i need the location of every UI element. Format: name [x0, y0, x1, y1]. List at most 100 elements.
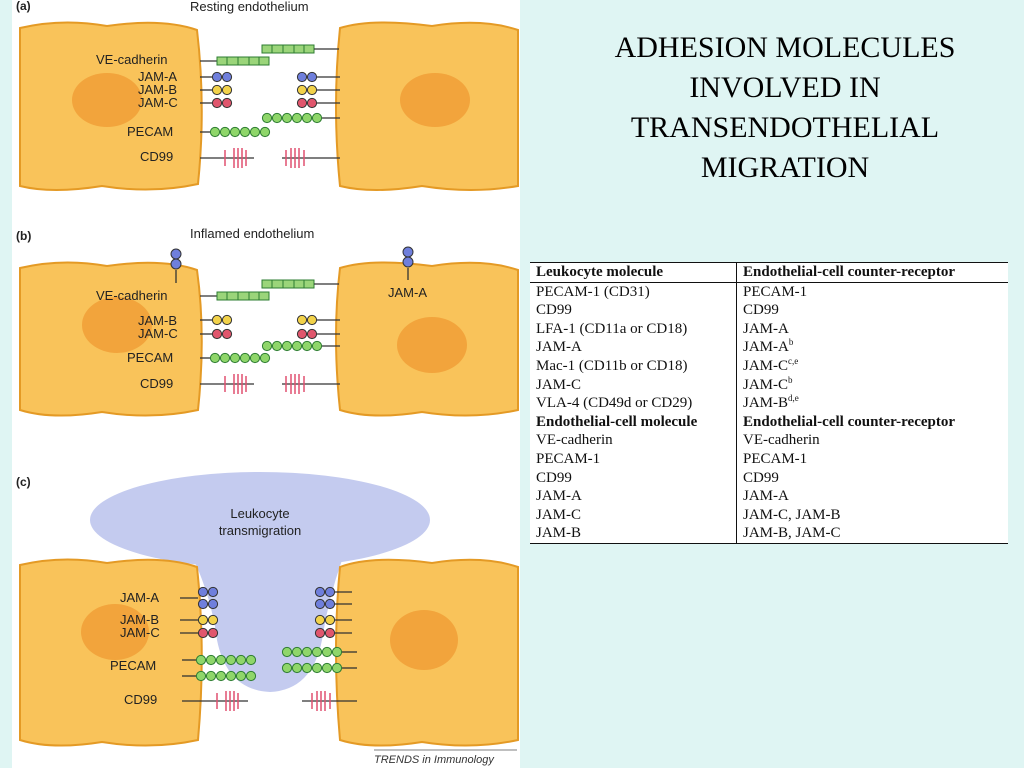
panel-a-right-nucleus	[400, 73, 470, 127]
adhesion-molecule-table: Leukocyte molecule Endothelial-cell coun…	[530, 262, 1008, 544]
receptor-text: JAM-A	[743, 339, 789, 356]
panel-a-label-cd99: CD99	[140, 149, 173, 164]
leukocyte-label-line-1: Leukocyte	[230, 506, 289, 521]
table-row: CD99 CD99	[530, 301, 1008, 320]
row-receptor-cell: JAM-Cc,e	[737, 355, 1009, 376]
row-receptor-cell: JAM-Bd,e	[737, 394, 1009, 413]
panel-c-label-jam-c: JAM-C	[120, 625, 160, 640]
row-leukocyte-cell: PECAM-1 (CD31)	[530, 282, 737, 302]
slide-title-line-1: ADHESION MOLECULES	[614, 31, 956, 64]
table-header-row: Leukocyte molecule Endothelial-cell coun…	[530, 262, 1008, 283]
panel-a-title: Resting endothelium	[190, 0, 309, 14]
row-endothelial-cell: VE-cadherin	[530, 431, 737, 450]
panel-b-jam-a-left	[170, 248, 182, 283]
row-receptor-cell: JAM-C, JAM-B	[743, 506, 841, 523]
panel-c-letter: (c)	[16, 475, 31, 489]
row-leukocyte-cell: VLA-4 (CD49d or CD29)	[530, 394, 737, 413]
panel-a-jam-left	[200, 71, 233, 109]
row-receptor-cell: PECAM-1	[737, 282, 1009, 301]
receptor-text: JAM-C	[743, 376, 789, 393]
panel-b-left-nucleus	[82, 297, 152, 353]
row-receptor-cell: PECAM-1	[743, 450, 808, 467]
panel-b-title: Inflamed endothelium	[190, 226, 314, 241]
row-receptor-cell: JAM-Cb	[737, 374, 1009, 395]
panel-a-label-pecam: PECAM	[127, 124, 173, 139]
receptor-text: JAM-C	[743, 357, 789, 374]
panel-b-right-nucleus	[397, 317, 467, 373]
subheader-endothelial-molecule: Endothelial-cell molecule	[530, 412, 737, 432]
row-endothelial-cell: JAM-C	[530, 505, 737, 525]
table-row: VE-cadherin VE-cadherin	[530, 431, 1008, 450]
panel-a-jam-right	[296, 71, 340, 109]
table-row: VLA-4 (CD49d or CD29) JAM-Bd,e	[530, 394, 1008, 413]
panel-c-cd99	[182, 691, 357, 711]
receptor-footnote: d,e	[788, 393, 799, 404]
table-row: JAM-B JAM-B, JAM-C	[530, 524, 1008, 544]
panel-a-label-jam-b: JAM-B	[138, 82, 177, 97]
table-row: JAM-C JAM-Cb	[530, 374, 1009, 395]
receptor-text: JAM-B	[743, 395, 789, 412]
table-row: JAM-A JAM-Ab	[530, 338, 1008, 357]
panel-a-label-ve-cadherin: VE-cadherin	[96, 52, 168, 67]
slide-title: ADHESION MOLECULES INVOLVED IN TRANSENDO…	[560, 28, 1010, 188]
receptor-text: JAM-A	[743, 320, 789, 337]
table-row: Mac-1 (CD11b or CD18) JAM-Cc,e	[530, 355, 1009, 376]
panel-b-label-pecam: PECAM	[127, 350, 173, 365]
panel-c-pecam	[182, 646, 357, 682]
subheader-counter-receptor: Endothelial-cell counter-receptor	[743, 413, 956, 430]
slide-title-line-3: TRANSENDOTHELIAL	[630, 111, 940, 144]
panel-a-pecam	[200, 112, 340, 138]
table-subheader-row: Endothelial-cell molecule Endothelial-ce…	[530, 412, 1008, 432]
panel-c-right-nucleus	[390, 610, 458, 670]
panel-a-ve-cadherin	[200, 44, 339, 66]
panel-b-label-jam-b: JAM-B	[138, 313, 177, 328]
panel-c-label-cd99: CD99	[124, 692, 157, 707]
row-receptor-cell: JAM-A	[743, 488, 789, 505]
row-endothelial-cell: JAM-B	[530, 524, 737, 544]
header-counter-receptor: Endothelial-cell counter-receptor	[736, 262, 1008, 283]
slide-title-line-4: MIGRATION	[700, 151, 870, 184]
row-receptor-cell: JAM-A	[737, 320, 1009, 339]
panel-b-label-cd99: CD99	[140, 376, 173, 391]
row-leukocyte-cell: JAM-A	[530, 338, 737, 357]
panel-c-label-jam-a: JAM-A	[120, 590, 159, 605]
panel-a-letter: (a)	[16, 0, 31, 13]
panel-b-pecam	[200, 340, 340, 364]
row-leukocyte-cell: JAM-C	[530, 375, 737, 395]
row-endothelial-cell: JAM-A	[530, 487, 737, 506]
panel-b-jam-left	[200, 314, 233, 340]
table-row: JAM-C JAM-C, JAM-B	[530, 505, 1008, 525]
panel-b-jam-right	[296, 314, 340, 340]
row-receptor-cell: VE-cadherin	[743, 432, 820, 449]
panel-a-cd99	[200, 148, 340, 168]
slide-title-line-2: INVOLVED IN	[689, 71, 881, 104]
panel-b-label-jam-c: JAM-C	[138, 326, 178, 341]
row-receptor-cell: JAM-B, JAM-C	[743, 525, 841, 542]
row-receptor-cell: CD99	[743, 469, 779, 486]
receptor-footnote: b	[788, 337, 794, 348]
panel-a-label-jam-a: JAM-A	[138, 69, 177, 84]
header-leukocyte-molecule: Leukocyte molecule	[530, 262, 737, 283]
panel-c-left-nucleus	[81, 604, 149, 660]
row-endothelial-cell: PECAM-1	[530, 449, 737, 469]
panel-c-label-jam-b: JAM-B	[120, 612, 159, 627]
panel-b-cd99	[200, 374, 340, 394]
row-leukocyte-cell: Mac-1 (CD11b or CD18)	[530, 356, 737, 376]
receptor-footnote: b	[788, 374, 793, 385]
row-receptor-cell: CD99	[737, 301, 1009, 320]
row-receptor-cell: JAM-Ab	[737, 338, 1009, 357]
panel-b-label-ve-cadherin: VE-cadherin	[96, 288, 168, 303]
panel-b-ve-cadherin	[200, 279, 339, 301]
row-endothelial-cell: CD99	[530, 468, 737, 488]
panel-c-jam-left	[180, 586, 219, 639]
panel-c-jam-right	[314, 586, 352, 639]
receptor-text: CD99	[743, 302, 779, 319]
table-row: CD99 CD99	[530, 468, 1008, 488]
panel-a-left-nucleus	[72, 73, 142, 127]
row-leukocyte-cell: CD99	[530, 301, 737, 320]
table-row: PECAM-1 PECAM-1	[530, 449, 1008, 469]
table-row: LFA-1 (CD11a or CD18) JAM-A	[530, 319, 1009, 339]
receptor-footnote: c,e	[788, 355, 799, 366]
panel-b-letter: (b)	[16, 229, 31, 243]
junction-diagram: (a) Resting endothelium VE-cadherin JAM-…	[12, 0, 520, 768]
